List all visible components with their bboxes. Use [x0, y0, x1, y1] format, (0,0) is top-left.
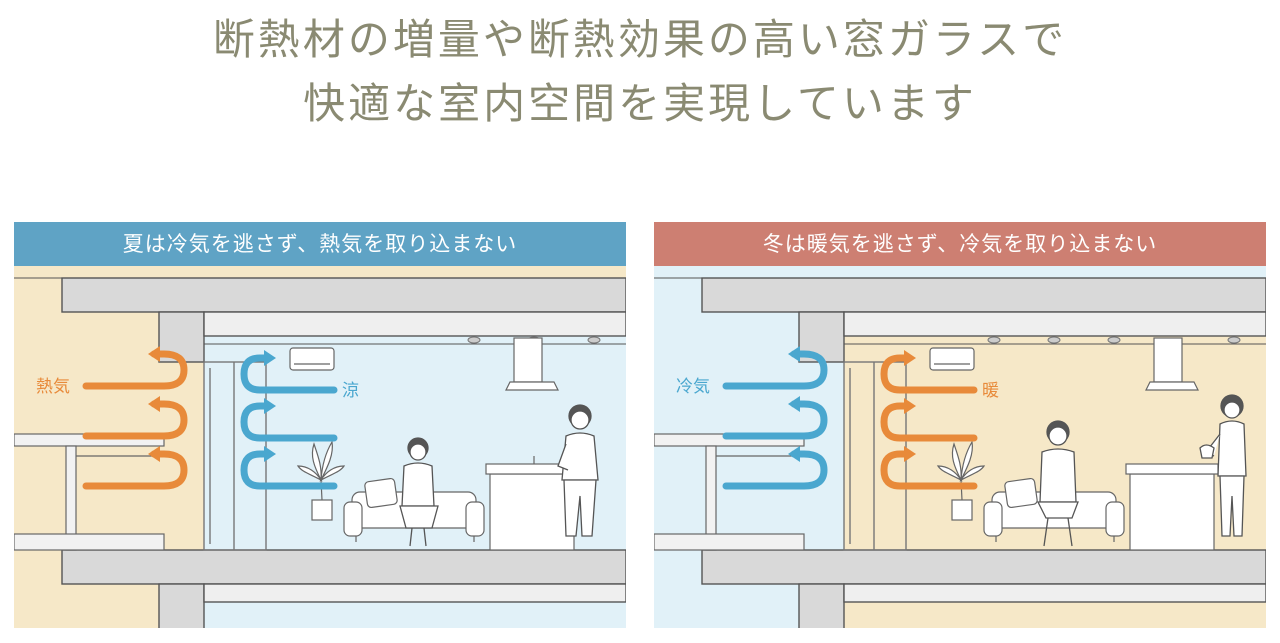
range-hood	[1145, 337, 1199, 391]
person-man	[557, 404, 599, 537]
outside-hot-arrowheads	[148, 346, 160, 462]
air-conditioner	[289, 347, 335, 371]
person-woman-standing	[1199, 394, 1247, 537]
floor-slab	[61, 549, 626, 585]
person-man-sitting	[1036, 420, 1079, 547]
ceiling-strip	[843, 311, 1266, 337]
page-heading: 断熱材の増量や断熱効果の高い窓ガラスで 快適な室内空間を実現しています	[0, 8, 1280, 136]
lower-beam	[158, 583, 205, 628]
inside-warm-arrows	[880, 354, 978, 490]
hot-arrow-2	[82, 400, 188, 440]
ceiling-strip	[203, 311, 626, 337]
hot-arrow-3	[82, 450, 188, 490]
plant	[296, 440, 346, 521]
lower-beam	[798, 583, 845, 628]
balcony-railing	[654, 433, 805, 551]
cool-arrow-2	[240, 402, 338, 442]
floor-slab	[701, 549, 1266, 585]
cool-arrow-1	[240, 354, 338, 394]
cold-arrow-2	[722, 400, 828, 440]
cool-arrow-3	[240, 450, 338, 490]
range-hood	[505, 337, 559, 391]
outside-cold-arrowheads	[788, 346, 800, 462]
heading-line-1: 断熱材の増量や断熱効果の高い窓ガラスで	[212, 15, 1068, 64]
winter-outside-label: 冷気	[676, 377, 710, 397]
winter-panel: 冬は暖気を逃さず、冷気を取り込まない	[654, 222, 1266, 628]
kitchen-counter	[485, 456, 579, 551]
summer-diagram: 熱気 涼	[14, 266, 626, 628]
inside-warm-arrowheads	[904, 350, 916, 462]
person-woman	[399, 437, 439, 547]
inside-cool-arrowheads	[264, 350, 276, 462]
winter-banner: 冬は暖気を逃さず、冷気を取り込まない	[654, 222, 1266, 266]
building-structure	[701, 277, 1266, 628]
warm-arrow-3	[880, 450, 978, 490]
kitchen-counter	[1125, 463, 1219, 551]
cold-arrow-3	[722, 450, 828, 490]
summer-inside-label: 涼	[342, 381, 359, 401]
summer-panel: 夏は冷気を逃さず、熱気を取り込まない	[14, 222, 626, 628]
roof-slab	[701, 277, 1266, 313]
ceiling-lights	[987, 336, 1241, 344]
summer-banner: 夏は冷気を逃さず、熱気を取り込まない	[14, 222, 626, 266]
winter-inside-label: 暖	[982, 381, 999, 401]
roof-slab	[61, 277, 626, 313]
winter-diagram: 冷気 暖	[654, 266, 1266, 628]
lower-ceiling	[203, 583, 626, 603]
heading-line-2: 快適な室内空間を実現しています	[303, 79, 977, 128]
inside-cool-arrows	[240, 354, 338, 490]
plant	[936, 440, 986, 521]
lower-ceiling	[843, 583, 1266, 603]
hot-arrow-1	[82, 350, 188, 390]
air-conditioner	[929, 347, 975, 371]
summer-outside-label: 熱気	[36, 377, 70, 397]
cold-arrow-1	[722, 350, 828, 390]
outside-hot-arrows	[82, 350, 188, 490]
outside-cold-arrows	[722, 350, 828, 490]
warm-arrow-2	[880, 402, 978, 442]
warm-arrow-1	[880, 354, 978, 394]
